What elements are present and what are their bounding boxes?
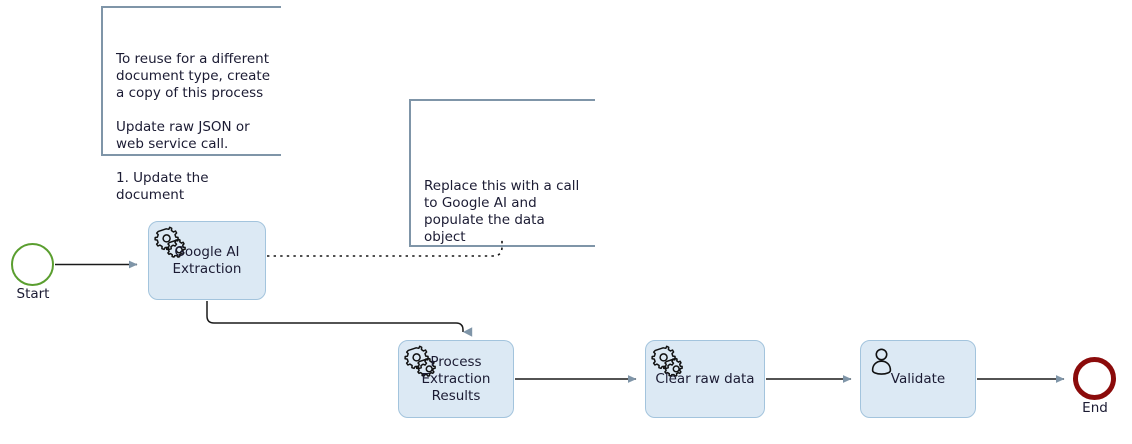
start-event-label: Start <box>16 286 50 302</box>
flow-google-ai-to-process <box>206 301 473 337</box>
annotation-reuse-note: To reuse for a different document type, … <box>101 6 281 203</box>
task-validate-label: Validate <box>890 370 946 387</box>
task-clear-raw-data-label: Clear raw data <box>655 370 755 387</box>
task-validate[interactable]: Validate <box>860 340 976 418</box>
end-event-label: End <box>1082 400 1108 416</box>
task-clear-raw-data[interactable]: Clear raw data <box>645 340 765 418</box>
task-google-ai-extraction-label: Google AI Extraction <box>172 243 242 277</box>
task-process-extraction-results-label: Process Extraction Results <box>421 353 491 404</box>
annotation-google-ai-text: Replace this with a call to Google AI an… <box>424 178 584 245</box>
annotation-reuse-text: To reuse for a different document type, … <box>116 51 270 203</box>
annotation-google-ai-note: Replace this with a call to Google AI an… <box>409 99 595 247</box>
task-google-ai-extraction[interactable]: Google AI Extraction <box>148 221 266 300</box>
gears-icon <box>154 226 188 260</box>
start-event[interactable] <box>11 243 54 286</box>
end-event[interactable] <box>1073 357 1116 400</box>
association-google-ai-to-annotation <box>267 239 503 257</box>
gears-icon <box>651 345 685 379</box>
user-icon <box>866 345 900 379</box>
gears-icon <box>404 345 438 379</box>
task-process-extraction-results[interactable]: Process Extraction Results <box>398 340 514 418</box>
